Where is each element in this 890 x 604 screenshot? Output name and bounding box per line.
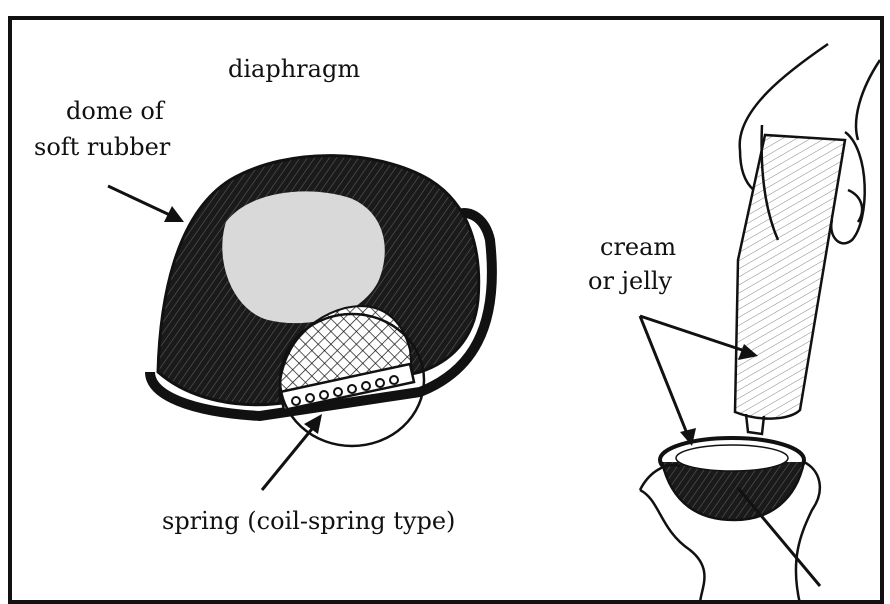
label-dome-line2: soft rubber (34, 134, 170, 162)
label-spring: spring (coil-spring type) (162, 508, 455, 536)
diaphragm-drawing (108, 156, 492, 490)
dome-arrow (108, 186, 172, 216)
tube (735, 135, 845, 419)
label-cream-line1: cream (600, 234, 676, 262)
cream-arrow-tube (640, 316, 748, 352)
tube-hand-drawing (640, 44, 880, 604)
label-cream-line2: or jelly (588, 268, 672, 296)
label-diaphragm: diaphragm (228, 56, 360, 84)
cream-arrow-rim (640, 316, 688, 436)
spring-arrow (262, 424, 316, 490)
label-dome-line1: dome of (66, 98, 164, 126)
